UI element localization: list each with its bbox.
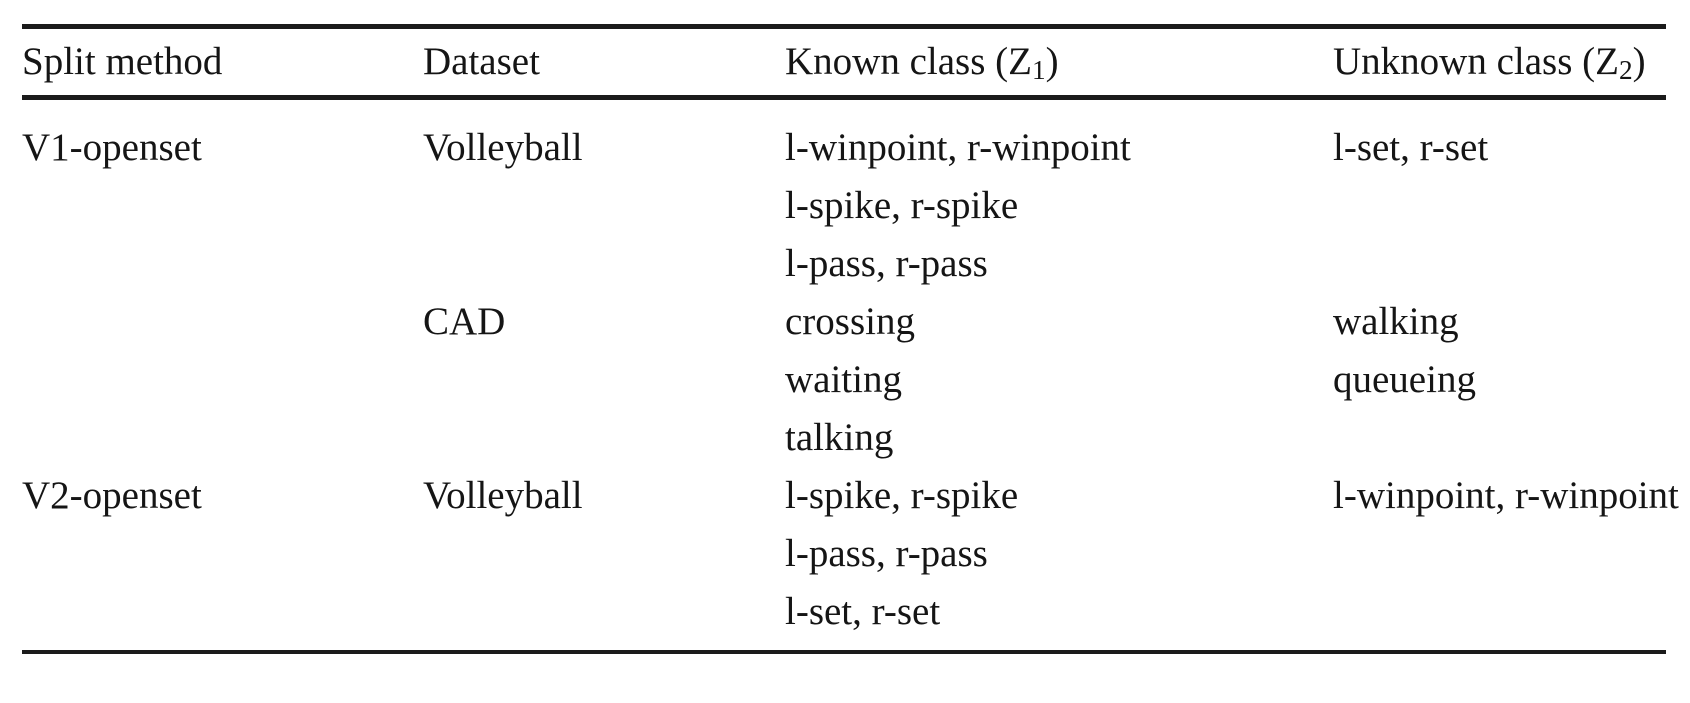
table-cell: crossing xyxy=(785,300,915,343)
table-bottom-rule xyxy=(22,650,1666,654)
table-cell: l-set, r-set xyxy=(1333,126,1489,169)
table-cell: Volleyball xyxy=(423,474,583,517)
column-header-known-class: Known class (Z1) xyxy=(785,29,1059,95)
column-header-unknown-class: Unknown class (Z2) xyxy=(1333,29,1646,95)
table-cell: l-winpoint, r-winpoint xyxy=(785,126,1131,169)
table-cell: walking xyxy=(1333,300,1459,343)
z2-subscript: 2 xyxy=(1618,54,1633,85)
column-header-split-method: Split method xyxy=(22,40,223,83)
table-row: V2-openset Volleyball l-spike, r-spike l-wi… xyxy=(0,467,1690,525)
table-header-row: Split method Dataset Known class (Z1) Un… xyxy=(0,29,1690,95)
table-cell: l-spike, r-spike xyxy=(785,184,1019,227)
table-row: l-pass, r-pass xyxy=(0,235,1690,293)
table-row: l-pass, r-pass xyxy=(0,525,1690,583)
known-class-label: Known class (Z xyxy=(785,40,1032,83)
table-row: l-set, r-set xyxy=(0,583,1690,641)
table-cell: talking xyxy=(785,416,894,459)
z1-subscript: 1 xyxy=(1031,54,1046,85)
table-cell: V2-openset xyxy=(22,474,202,517)
table-cell: queueing xyxy=(1333,358,1476,401)
table-row: CAD crossing walking xyxy=(0,293,1690,351)
table-row: talking xyxy=(0,409,1690,467)
table-cell: Volleyball xyxy=(423,126,583,169)
known-class-label-close: ) xyxy=(1045,40,1059,83)
column-header-dataset: Dataset xyxy=(423,40,540,83)
table-mid-rule xyxy=(22,95,1666,100)
table-row: waiting queueing xyxy=(0,351,1690,409)
table-row: l-spike, r-spike xyxy=(0,177,1690,235)
table-cell: V1-openset xyxy=(22,126,202,169)
table-row: V1-openset Volleyball l-winpoint, r-winpoi… xyxy=(0,119,1690,177)
table-cell: waiting xyxy=(785,358,902,401)
table-cell: CAD xyxy=(423,300,506,343)
table-cell: l-set, r-set xyxy=(785,590,941,633)
table-cell: l-pass, r-pass xyxy=(785,532,988,575)
unknown-class-label-close: ) xyxy=(1632,40,1646,83)
table-cell: l-pass, r-pass xyxy=(785,242,988,285)
table-cell: l-winpoint, r-winpoint xyxy=(1333,474,1679,517)
table-cell: l-spike, r-spike xyxy=(785,474,1019,517)
table-top-rule xyxy=(22,24,1666,29)
unknown-class-label: Unknown class (Z xyxy=(1333,40,1619,83)
